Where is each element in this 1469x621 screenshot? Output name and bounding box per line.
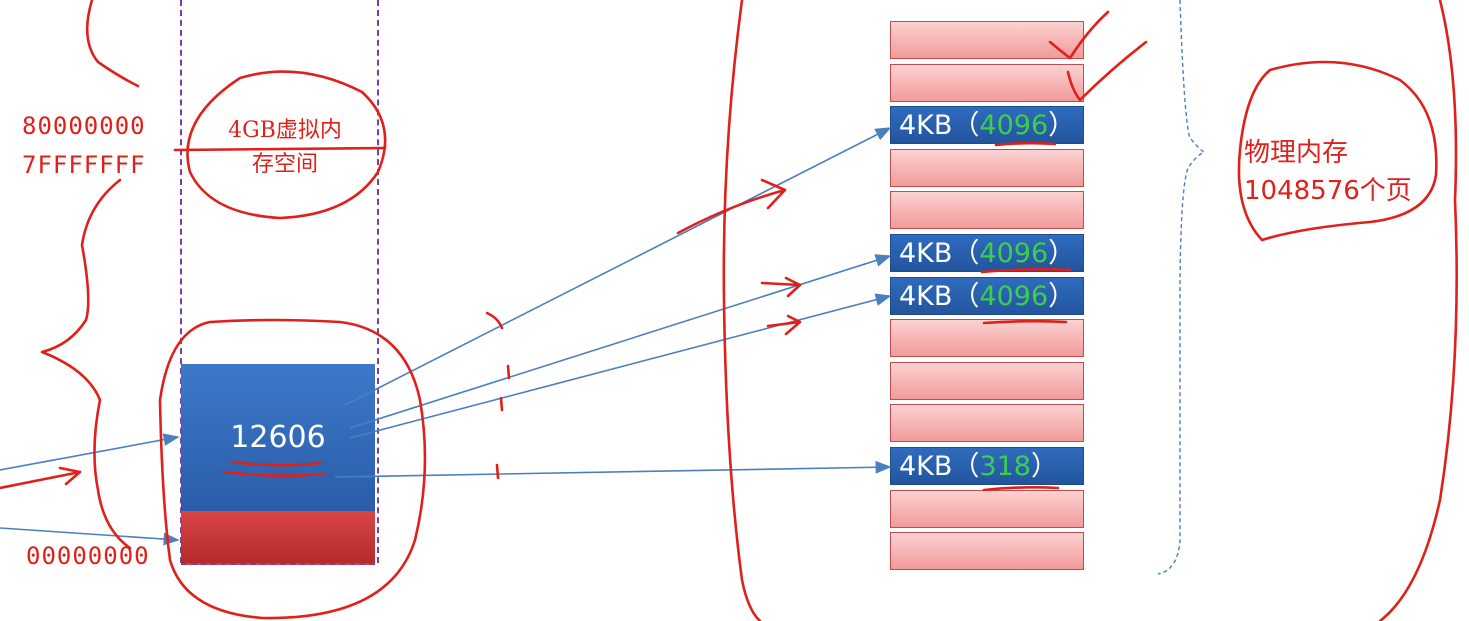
free-page <box>890 21 1084 59</box>
arrow-tick-1 <box>485 311 504 330</box>
page-count-value: 4096 <box>979 238 1049 269</box>
count-underline-2 <box>222 470 327 477</box>
page-close-paren: ） <box>1030 451 1058 482</box>
virtual-reserved-region <box>181 511 375 565</box>
arrow-tick-3 <box>499 396 504 412</box>
physical-label-circle <box>1237 60 1438 242</box>
free-page <box>890 532 1084 570</box>
check-mark-2 <box>1066 40 1148 102</box>
used-page: 4KB（4096） <box>890 277 1084 315</box>
red-arrow-mark-4 <box>0 466 82 490</box>
virtual-memory-label-line1: 4GB虚拟内 <box>228 118 342 143</box>
red-arrow-mark-1 <box>676 178 787 235</box>
physical-loop-left <box>722 0 762 621</box>
red-arrow-mark-2 <box>760 276 802 298</box>
address-80000000: 80000000 <box>22 112 146 140</box>
virtual-address-space-column <box>180 0 379 563</box>
virtual-memory-label-line2: 存空间 <box>251 152 318 177</box>
page-count-value: 4096 <box>979 281 1049 312</box>
used-page: 4KB（318） <box>890 447 1084 485</box>
arrow-to-page-7 <box>349 293 892 439</box>
arrow-tick-2 <box>506 364 511 380</box>
count-4096-underline-2 <box>980 268 1072 274</box>
arrow-to-page-11 <box>334 460 892 478</box>
count-4096-underline-1 <box>994 141 1057 147</box>
arrow-into-virtual-lower <box>0 527 180 546</box>
free-page <box>890 319 1084 357</box>
check-mark-1 <box>1048 10 1110 60</box>
physical-memory-label: 物理内存 <box>1244 138 1349 168</box>
address-7fffffff: 7FFFFFFF <box>22 151 146 179</box>
page-close-paren: ） <box>1048 238 1076 269</box>
left-brace-top-stroke <box>85 0 140 88</box>
page-open-paren: （ <box>952 110 980 141</box>
address-boundary-line <box>173 146 387 152</box>
mapping-arrows <box>0 127 892 546</box>
free-page <box>890 149 1084 187</box>
arrow-into-virtual-upper <box>0 433 180 471</box>
virtual-used-region <box>181 364 375 511</box>
page-size-label: 4KB <box>899 110 953 141</box>
page-open-paren: （ <box>952 238 980 269</box>
virtual-page-count: 12606 <box>230 420 326 455</box>
page-close-paren: ） <box>1048 110 1076 141</box>
arrow-to-page-6 <box>349 254 892 429</box>
count-underline-1 <box>230 460 322 467</box>
physical-memory-brace <box>1157 0 1206 575</box>
virtual-label-circle <box>186 70 387 220</box>
page-count-value: 318 <box>979 451 1031 482</box>
physical-loop-right <box>1378 0 1458 621</box>
physical-memory-page-count: 1048576个页 <box>1244 176 1412 206</box>
page-open-paren: （ <box>952 281 980 312</box>
page-count-value: 4096 <box>979 110 1049 141</box>
count-4096-underline-3 <box>982 319 1068 325</box>
virtual-block-circle <box>158 318 427 620</box>
page-size-label: 4KB <box>899 238 953 269</box>
free-page <box>890 490 1084 528</box>
used-page: 4KB（4096） <box>890 106 1084 144</box>
arrow-tick-4 <box>495 463 500 480</box>
page-size-label: 4KB <box>899 281 953 312</box>
page-size-label: 4KB <box>899 451 953 482</box>
page-close-paren: ） <box>1048 281 1076 312</box>
free-page <box>890 191 1084 229</box>
left-brace-lower-stroke <box>40 178 132 550</box>
used-page: 4KB（4096） <box>890 234 1084 272</box>
page-open-paren: （ <box>952 451 980 482</box>
count-318-underline <box>982 486 1060 492</box>
free-page <box>890 362 1084 400</box>
free-page <box>890 64 1084 102</box>
arrow-to-page-3 <box>344 127 892 406</box>
red-arrow-mark-3 <box>766 314 802 336</box>
free-page <box>890 404 1084 442</box>
virtual-memory-label: 4GB虚拟内 存空间 <box>190 114 380 182</box>
